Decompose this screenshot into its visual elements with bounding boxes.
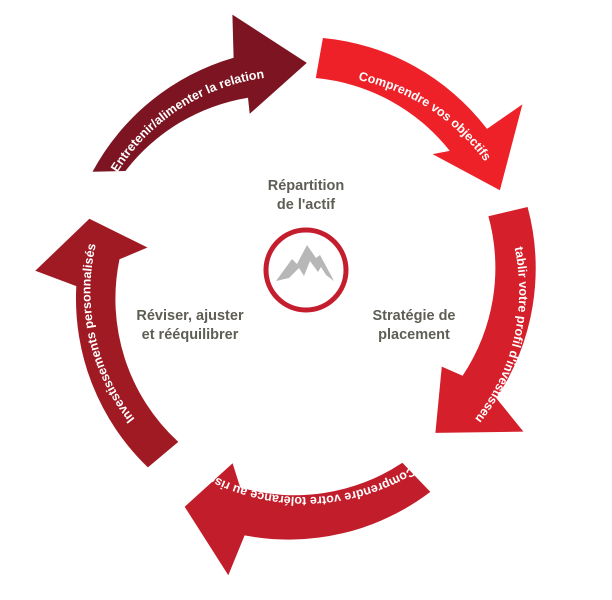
mountain-icon: [263, 227, 349, 313]
investment-strategy-line1: Stratégie de: [372, 308, 456, 324]
arrow-understand-objectives: [315, 38, 523, 191]
review-adjust-line2: et rééquilibrer: [141, 327, 239, 343]
arrow-investor-profile: [435, 207, 536, 433]
review-adjust-line1: Réviser, ajuster: [136, 308, 244, 324]
investment-strategy-label: Stratégie de placement: [356, 307, 472, 345]
investment-strategy-line2: placement: [378, 327, 450, 343]
asset-allocation-line1: Répartition: [267, 178, 345, 194]
review-adjust-label: Réviser, ajuster et rééquilibrer: [122, 307, 258, 345]
arrow-personalized-investments: [35, 218, 179, 468]
mountain-icon-peaks: [276, 245, 334, 281]
arrow-maintain-relationship: [92, 14, 307, 172]
arrow-risk-tolerance: [184, 462, 431, 576]
asset-allocation-label: Répartition de l'actif: [246, 177, 366, 215]
asset-allocation-line2: de l'actif: [276, 197, 336, 213]
